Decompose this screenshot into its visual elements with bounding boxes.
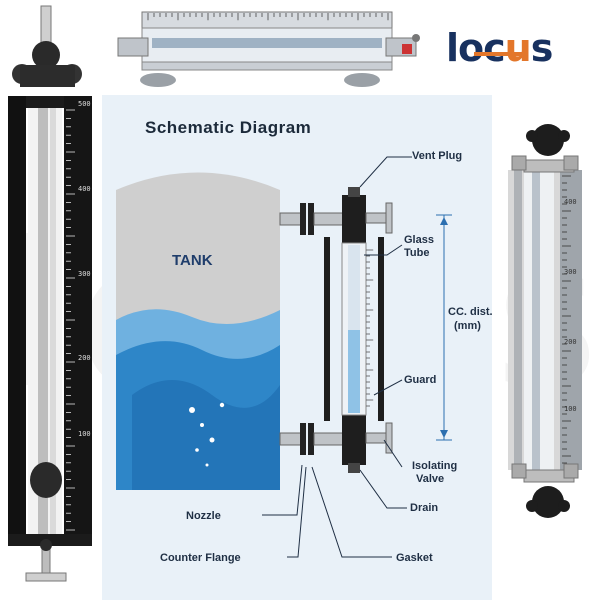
left-scale-label: 500 xyxy=(78,100,91,108)
diagram-title: Schematic Diagram xyxy=(145,118,312,137)
right-scale-label: 300 xyxy=(564,268,577,276)
horizontal-gauge-photo xyxy=(117,11,420,87)
tank-label: TANK xyxy=(172,252,213,269)
left-gauge-photo xyxy=(8,5,92,582)
label-gasket: Gasket xyxy=(396,552,433,564)
right-scale-label: 400 xyxy=(564,198,577,206)
label-isolating: Isolating xyxy=(412,460,458,472)
right-gauge-photo xyxy=(508,124,582,518)
label-cc-dist: CC. dist. xyxy=(448,306,493,318)
brand-logo: locus xyxy=(446,26,553,70)
label-drain: Drain xyxy=(410,502,439,514)
left-scale-ticks xyxy=(66,109,75,531)
left-scale-label: 200 xyxy=(78,354,91,362)
right-scale-label: 100 xyxy=(564,405,577,413)
left-scale-label: 400 xyxy=(78,185,91,193)
left-scale-label: 300 xyxy=(78,270,91,278)
logo-underline xyxy=(474,52,522,56)
right-scale-label: 200 xyxy=(564,338,577,346)
left-scale-label: 100 xyxy=(78,430,91,438)
label-tube: Tube xyxy=(404,247,430,259)
label-valve: Valve xyxy=(416,473,445,485)
label-vent-plug: Vent Plug xyxy=(412,150,463,162)
label-glass: Glass xyxy=(404,234,434,246)
label-cc-dist-unit: (mm) xyxy=(454,320,481,332)
label-guard: Guard xyxy=(404,374,437,386)
label-nozzle: Nozzle xyxy=(186,510,221,522)
label-counter-flange: Counter Flange xyxy=(160,552,241,564)
schematic-graphic xyxy=(116,156,452,558)
